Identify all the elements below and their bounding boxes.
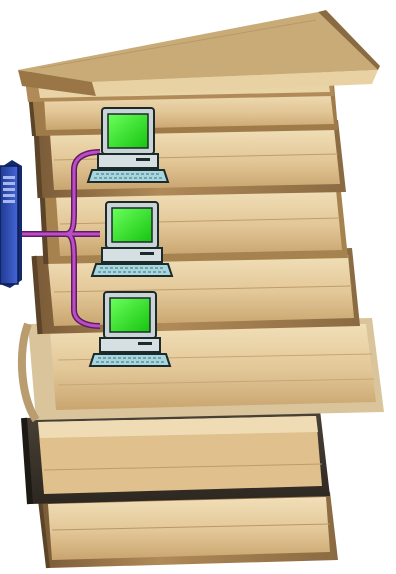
book-bottom [40, 492, 338, 568]
book-large-light [22, 318, 384, 420]
book-dark-cover [24, 410, 330, 504]
server-tower [0, 160, 22, 288]
book-top-tilted [18, 10, 380, 96]
